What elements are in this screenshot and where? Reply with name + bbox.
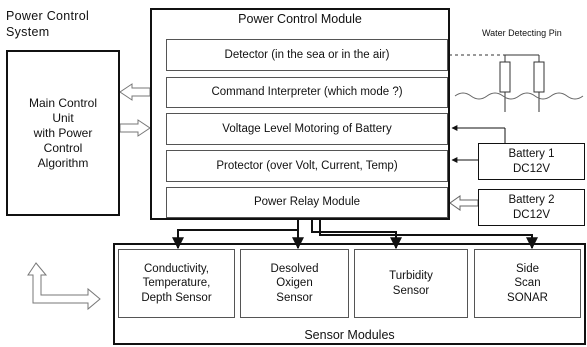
pcm-row-detector[interactable]: Detector (in the sea or in the air) bbox=[166, 39, 448, 71]
water-detecting-pin-icon bbox=[499, 61, 545, 112]
sensor-ctd[interactable]: Conductivity, Temperature, Depth Sensor bbox=[118, 249, 235, 318]
sensor-label-line: Sensor bbox=[276, 291, 313, 304]
water-wave bbox=[454, 92, 584, 100]
sensor-label-line: Side bbox=[515, 262, 540, 275]
sensor-label-line: Oxigen bbox=[276, 277, 313, 290]
sensor-label-line: Temperature, bbox=[142, 277, 211, 290]
hollow-double-arrow-icon bbox=[27, 262, 101, 311]
sensor-turbidity[interactable]: Turbidity Sensor bbox=[354, 249, 468, 318]
main-control-unit[interactable]: Main Control Unit with Power Control Alg… bbox=[6, 50, 120, 216]
pcm-row-voltage-level[interactable]: Voltage Level Motoring of Battery bbox=[166, 113, 448, 145]
hollow-arrow-mcu-to-pcm bbox=[119, 119, 151, 137]
mcu-label-line: Control bbox=[43, 140, 83, 155]
sensor-modules[interactable] bbox=[113, 243, 586, 345]
battery-voltage: DC12V bbox=[512, 162, 551, 175]
power-control-module-title: Power Control Module bbox=[238, 12, 362, 26]
system-title: Power Control System bbox=[6, 9, 116, 40]
battery-voltage: DC12V bbox=[512, 208, 551, 221]
pcm-row-protector[interactable]: Protector (over Volt, Current, Temp) bbox=[166, 150, 448, 182]
water-pin-wires bbox=[449, 54, 540, 62]
hollow-arrow-pcm-to-mcu bbox=[119, 83, 151, 101]
sensor-label-line: Conductivity, bbox=[144, 262, 209, 275]
mcu-label-line: Unit bbox=[52, 110, 74, 125]
pcm-row-power-relay[interactable]: Power Relay Module bbox=[166, 187, 448, 218]
power-control-module[interactable] bbox=[150, 8, 450, 220]
sensor-label-line: Sensor bbox=[392, 284, 430, 297]
battery2-to-relay bbox=[449, 195, 479, 211]
sensor-label-line: Turbidity bbox=[389, 270, 433, 283]
mcu-label-line: with Power bbox=[33, 125, 93, 140]
sensor-dissolved-oxygen[interactable]: Desolved Oxigen Sensor bbox=[240, 249, 349, 318]
system-title-line: Power Control bbox=[6, 9, 90, 23]
pcm-row-command-interpreter[interactable]: Command Interpreter (which mode ?) bbox=[166, 77, 448, 108]
battery1-to-voltage-monitor bbox=[451, 125, 506, 163]
sensor-label-line: Desolved bbox=[270, 262, 319, 275]
sensor-label-line: Depth Sensor bbox=[141, 291, 212, 304]
water-detecting-pin-label: Water Detecting Pin bbox=[482, 28, 562, 38]
sensor-label-line: SONAR bbox=[507, 291, 548, 304]
battery-name: Battery 1 bbox=[508, 148, 555, 161]
sensor-label-line: Scan bbox=[514, 277, 541, 290]
battery-name: Battery 2 bbox=[508, 194, 555, 207]
sensor-side-scan-sonar[interactable]: Side Scan SONAR bbox=[474, 249, 581, 318]
mcu-label-line: Main Control bbox=[28, 95, 98, 110]
battery-1[interactable]: Battery 1 DC12V bbox=[478, 143, 585, 180]
system-title-line: System bbox=[6, 24, 50, 39]
battery-2[interactable]: Battery 2 DC12V bbox=[478, 189, 585, 226]
mcu-label-line: Algorithm bbox=[37, 155, 89, 170]
sensor-modules-title: Sensor Modules bbox=[304, 328, 395, 342]
